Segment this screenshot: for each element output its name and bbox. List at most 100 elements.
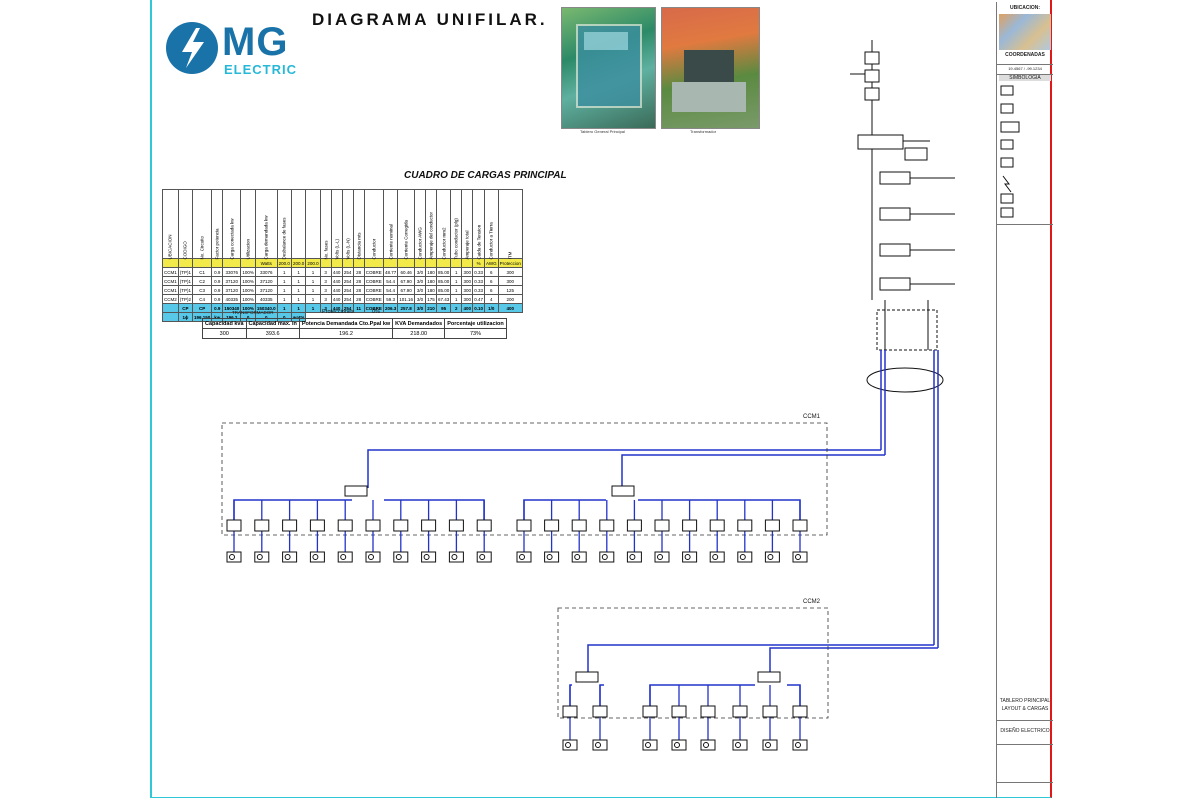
motor-icon bbox=[629, 554, 636, 560]
breaker-symbol bbox=[654, 519, 670, 532]
motor-icon bbox=[795, 554, 801, 560]
motor-icon bbox=[423, 554, 430, 560]
breaker-symbol bbox=[626, 519, 642, 532]
table-cell: Amperaje total bbox=[461, 189, 474, 260]
photo2-caption: Transformador bbox=[690, 129, 717, 134]
lightning-logo-icon bbox=[166, 22, 218, 74]
breaker-symbol bbox=[732, 705, 748, 718]
protection-value: 0% bbox=[372, 309, 380, 315]
motor-icon bbox=[674, 742, 680, 748]
title-block: UBICACION: COORDENADAS 19.4567 / -99.123… bbox=[996, 2, 1053, 798]
breaker-symbol bbox=[476, 519, 492, 532]
motor-icon bbox=[595, 742, 601, 748]
breaker-symbol bbox=[571, 519, 587, 532]
stamp-block bbox=[997, 744, 1053, 783]
location-map bbox=[999, 14, 1051, 50]
location-label: UBICACION: bbox=[1010, 5, 1040, 11]
breaker-symbol bbox=[516, 519, 532, 532]
breaker-symbol bbox=[365, 519, 381, 532]
table-cell: Conductor mm2 bbox=[435, 189, 452, 260]
breaker-symbol bbox=[282, 519, 298, 532]
motor-icon bbox=[340, 554, 347, 560]
table-cell: No. Circuito bbox=[192, 189, 213, 260]
motor-icon bbox=[601, 554, 608, 560]
motor-icon bbox=[765, 742, 771, 748]
motor-icon bbox=[574, 554, 581, 560]
table-cell: Desbalance de fases bbox=[276, 189, 292, 260]
breaker-symbol bbox=[562, 705, 578, 718]
load-table-title: CUADRO DE CARGAS PRINCIPAL bbox=[404, 170, 567, 181]
motor-icon bbox=[395, 554, 402, 560]
coords-value: 19.4567 / -99.1234 bbox=[1008, 66, 1042, 71]
coords-block: 19.4567 / -99.1234 bbox=[997, 64, 1053, 75]
table-cell: 400 bbox=[461, 303, 474, 313]
table-cell: 196.2 bbox=[298, 328, 394, 339]
breaker-symbol bbox=[393, 519, 409, 532]
breaker-symbol bbox=[599, 519, 615, 532]
table-cell: 393.6 bbox=[245, 328, 300, 339]
photo1-caption: Tablero General Principal bbox=[580, 129, 625, 134]
photo-transformer bbox=[661, 7, 760, 129]
motor-icon bbox=[703, 742, 709, 748]
breaker-symbol bbox=[309, 519, 325, 532]
breaker-symbol bbox=[254, 519, 270, 532]
table-cell: 400 bbox=[497, 303, 523, 313]
motor-icon bbox=[735, 742, 741, 748]
table-cell: 1ϕ bbox=[177, 312, 194, 322]
table-cell: 95 bbox=[435, 303, 452, 313]
ccm2-label: CCM2 bbox=[803, 599, 821, 605]
table-cell: 1 bbox=[305, 303, 321, 313]
logo-subtext: ELECTRIC bbox=[224, 62, 297, 77]
breaker-symbol bbox=[709, 519, 725, 532]
breaker-symbol bbox=[226, 519, 242, 532]
trafo-caption: TRANSFORMADOR bbox=[232, 310, 274, 315]
motor-icon bbox=[229, 554, 235, 560]
motor-icon bbox=[712, 554, 719, 560]
table-cell: 0.10 bbox=[472, 303, 485, 313]
breaker-symbol bbox=[592, 705, 608, 718]
motor-icon bbox=[451, 554, 458, 560]
table-cell: ITM bbox=[497, 189, 523, 259]
breaker-symbol bbox=[448, 519, 464, 532]
motor-icon bbox=[795, 742, 801, 748]
breaker-symbol bbox=[337, 519, 353, 532]
breaker-symbol bbox=[737, 519, 753, 532]
motor-icon bbox=[739, 554, 746, 560]
motor-icon bbox=[546, 554, 553, 560]
motor-icon bbox=[368, 554, 374, 560]
symbols-label: SIMBOLOGIA bbox=[999, 75, 1051, 81]
project-sub: LAYOUT & CARGAS bbox=[1001, 706, 1049, 712]
photo-switchboard bbox=[561, 7, 656, 129]
symbols-block: SIMBOLOGIA bbox=[997, 74, 1053, 225]
table-cell: 218.00 bbox=[392, 328, 446, 339]
notes-block: DISEÑO ELECTRICO bbox=[997, 720, 1053, 745]
table-cell: CODIGO bbox=[177, 189, 194, 260]
breaker-symbol bbox=[544, 519, 560, 532]
table-cell: Caida de Tension bbox=[472, 189, 485, 260]
breaker-symbol bbox=[671, 705, 687, 718]
table-cell: 73% bbox=[444, 328, 507, 339]
motor-icon bbox=[312, 554, 319, 560]
table-cell: 206.3 bbox=[382, 303, 399, 313]
logo-text: MG bbox=[222, 20, 289, 64]
breaker-symbol bbox=[764, 519, 780, 532]
motor-icon bbox=[767, 554, 774, 560]
notes-text: DISEÑO ELECTRICO bbox=[1000, 728, 1050, 734]
breaker-symbol bbox=[421, 519, 437, 532]
page-title: DIAGRAMA UNIFILAR. bbox=[312, 10, 548, 29]
motor-icon bbox=[284, 554, 291, 560]
breaker-symbol bbox=[700, 705, 716, 718]
protection-label: Protecciones bbox=[322, 309, 354, 315]
motor-icon bbox=[479, 554, 486, 560]
motor-icon bbox=[256, 554, 263, 560]
